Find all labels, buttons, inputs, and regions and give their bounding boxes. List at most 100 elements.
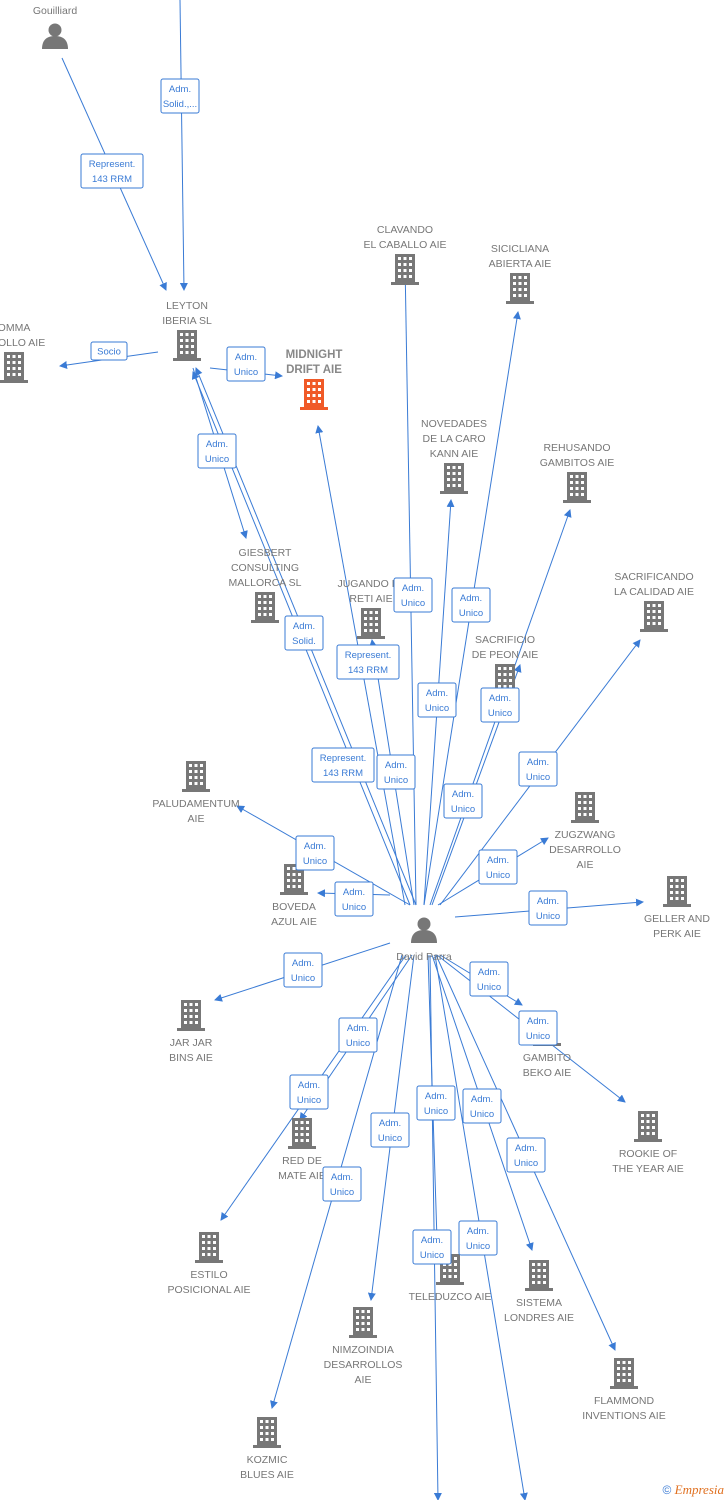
node-label: Gouilliard bbox=[33, 5, 78, 17]
edge-label-text: Adm. bbox=[487, 855, 509, 866]
edge-label-text: Represent. bbox=[320, 753, 366, 764]
node-label: CONSULTING bbox=[231, 562, 299, 574]
edge-label-david-sistema[interactable]: Adm.Unico bbox=[458, 1220, 498, 1256]
edge-label-text: Adm. bbox=[489, 693, 511, 704]
edge-label-box bbox=[336, 644, 400, 680]
edge-label-david-jarjar[interactable]: Adm.Unico bbox=[283, 952, 323, 988]
edge-label-david-gambito[interactable]: Adm.Unico bbox=[469, 961, 509, 997]
edge-label-box bbox=[80, 153, 144, 189]
edge-label-david-jugando[interactable]: Adm.Unico bbox=[376, 754, 416, 790]
edge-label-box bbox=[506, 1137, 546, 1173]
edge-label-box bbox=[417, 682, 457, 718]
node-label: SICICLIANA bbox=[491, 243, 549, 255]
edge-label-david-midnight[interactable]: Represent.143 RRM bbox=[336, 644, 400, 680]
edge-label-david-sacrificio[interactable]: Adm.Unico bbox=[443, 783, 483, 819]
edge-label-text: Unico bbox=[420, 1250, 444, 1261]
edge-label-text: Unico bbox=[378, 1133, 402, 1144]
node-label: PALUDAMENTUM bbox=[152, 798, 239, 810]
edge-label-text: Unico bbox=[486, 870, 510, 881]
edge-label-text: Unico bbox=[291, 973, 315, 984]
node-label: DE PEON AIE bbox=[472, 649, 539, 661]
edge-label-david-boveda[interactable]: Adm.Unico bbox=[334, 881, 374, 917]
edge-label-top-leyton[interactable]: Adm.Solid.,... bbox=[160, 78, 200, 114]
edge-label-david-sacrificando[interactable]: Adm.Unico bbox=[518, 751, 558, 787]
edge-label-david-paludamentum[interactable]: Adm.Unico bbox=[295, 835, 335, 871]
edge-label-text: Adm. bbox=[425, 1091, 447, 1102]
edge-label-david-geller[interactable]: Adm.Unico bbox=[528, 890, 568, 926]
node-label: GELLER AND bbox=[644, 913, 710, 925]
edge-label-david-teleduzco[interactable]: Adm.Unico bbox=[412, 1229, 452, 1265]
edge-label-david-leyton[interactable]: Represent. 143 RRM bbox=[311, 747, 375, 783]
edge-label-david-sistema[interactable]: Adm.Unico bbox=[462, 1088, 502, 1124]
edge-label-david-kozmic[interactable]: Adm.Unico bbox=[322, 1166, 362, 1202]
edge-label-david-novedades[interactable]: Adm.Unico bbox=[417, 682, 457, 718]
edge-label-leyton-midnight[interactable]: Adm.Unico bbox=[226, 346, 266, 382]
edge-label-david-flammond[interactable]: Adm.Unico bbox=[506, 1137, 546, 1173]
edge-label-text: Unico bbox=[297, 1095, 321, 1106]
edge-label-gouilliard-leyton[interactable]: Represent.143 RRM bbox=[80, 153, 144, 189]
edge-label-box bbox=[283, 952, 323, 988]
edge-label-text: Unico bbox=[526, 772, 550, 783]
edge-label-david-leyton[interactable]: Adm.Solid. bbox=[284, 615, 324, 651]
node-label: IBERIA SL bbox=[162, 315, 212, 327]
edge-label-david-zugzwang[interactable]: Adm. Unico bbox=[478, 849, 518, 885]
node-label: FLAMMOND bbox=[594, 1395, 655, 1407]
node-comma[interactable]: OMMARROLLO AIE bbox=[0, 322, 45, 383]
building-icon bbox=[300, 379, 328, 410]
edge-label-leyton-giesbert[interactable]: Adm.Unico bbox=[197, 433, 237, 469]
edge-label-text: Adm. bbox=[331, 1172, 353, 1183]
edge-label-text: Adm. bbox=[402, 583, 424, 594]
edge-label-leyton-comma[interactable]: Socio bbox=[90, 341, 128, 361]
edge-label-text: Adm. bbox=[478, 967, 500, 978]
node-label: OMMA bbox=[0, 322, 30, 334]
edge-label-david-sicicliana[interactable]: Adm.Unico bbox=[451, 587, 491, 623]
edge-label-david-teleduzco[interactable]: Adm.Unico bbox=[416, 1085, 456, 1121]
edge-label-david-nimzoindia[interactable]: Adm.Unico bbox=[370, 1112, 410, 1148]
edge-label-text: Adm. bbox=[206, 439, 228, 450]
node-teleduzco[interactable]: TELEDUZCO AIE bbox=[409, 1254, 492, 1303]
edge-label-text: 143 RRM bbox=[92, 174, 132, 185]
node-gouilliard[interactable]: Gouilliard bbox=[33, 5, 78, 49]
edge-label-box bbox=[197, 433, 237, 469]
edge-label-text: Adm. bbox=[347, 1023, 369, 1034]
footer-brand[interactable]: © Empresia bbox=[662, 1482, 724, 1498]
node-label: GIESBERT bbox=[239, 547, 292, 559]
edge-label-box bbox=[469, 961, 509, 997]
edge-label-text: Unico bbox=[514, 1158, 538, 1169]
edge-label-david-clavando[interactable]: Adm.Unico bbox=[393, 577, 433, 613]
node-david[interactable]: David Parra bbox=[396, 917, 452, 964]
edge-label-text: Unico bbox=[466, 1241, 490, 1252]
node-label: REHUSANDO bbox=[543, 442, 610, 454]
edge-label-david-rookie[interactable]: Adm.Unico bbox=[518, 1010, 558, 1046]
edge-label-text: Socio bbox=[97, 347, 121, 358]
edge-label-david-rehusando[interactable]: Adm.Unico bbox=[480, 687, 520, 723]
edge-label-david-estilo[interactable]: Adm.Unico bbox=[289, 1074, 329, 1110]
edge-label-text: 143 RRM bbox=[323, 768, 363, 779]
edge-label-david-redmate[interactable]: Adm.Unico bbox=[338, 1017, 378, 1053]
node-label: GAMBITO bbox=[523, 1052, 571, 1064]
